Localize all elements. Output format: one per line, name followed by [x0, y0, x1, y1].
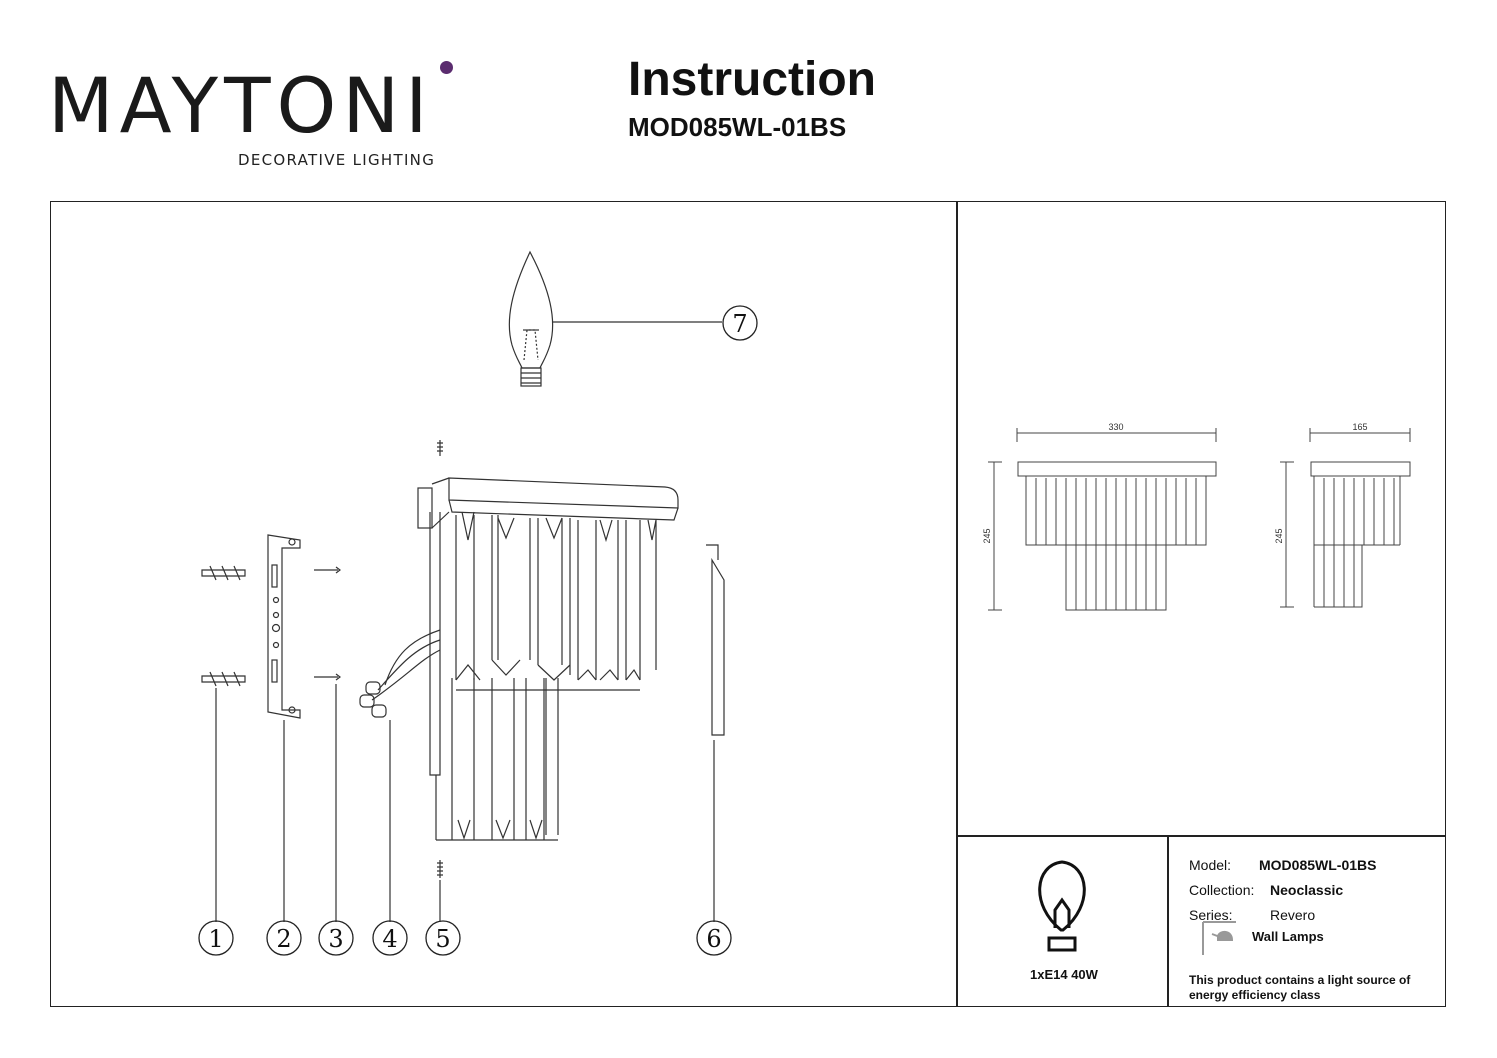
part-number-6: 6	[706, 925, 721, 953]
candle-bulb-part	[508, 250, 722, 387]
part-callout-6	[696, 920, 732, 956]
part-callout-3	[318, 920, 354, 956]
brand-logo: MAYTONI	[48, 61, 434, 150]
part-callout-2	[266, 920, 302, 956]
lamp-spec: 1xE14 40W	[1030, 967, 1098, 982]
side-height-label: 245	[1274, 528, 1284, 543]
energy-line-2: energy efficiency class	[1189, 988, 1321, 1002]
series-value: Revero	[1270, 907, 1316, 923]
instruction-frame	[50, 201, 1446, 1007]
part-number-5: 5	[435, 925, 450, 953]
part-callout-7	[722, 305, 758, 341]
front-width-label: 330	[1108, 422, 1123, 432]
part-number-4: 4	[382, 925, 397, 953]
divider-horizontal	[956, 835, 1446, 837]
part-number-7: 7	[732, 310, 747, 338]
part-callout-1	[198, 920, 234, 956]
collection-label: Collection:	[1189, 882, 1255, 898]
collection-value: Neoclassic	[1270, 882, 1344, 898]
brand-tagline: DECORATIVE LIGHTING	[238, 151, 436, 169]
divider-vertical	[956, 201, 958, 1007]
model-label: Model:	[1189, 857, 1232, 873]
side-width-label: 165	[1352, 422, 1367, 432]
model-value: MOD085WL-01BS	[1259, 857, 1377, 873]
energy-line-1: This product contains a light source of	[1189, 973, 1411, 987]
divider-spec	[1167, 835, 1169, 1007]
part-number-2: 2	[276, 925, 291, 953]
series-label: Series:	[1189, 907, 1233, 923]
logo-dot	[440, 61, 453, 74]
part-callout-5	[425, 920, 461, 956]
type-value: Wall Lamps	[1252, 929, 1324, 944]
part-number-1: 1	[208, 925, 223, 953]
part-callout-4	[372, 920, 408, 956]
front-height-label: 245	[982, 528, 992, 543]
document-title: Instruction	[628, 53, 876, 106]
part-number-3: 3	[328, 925, 343, 953]
document-model: MOD085WL-01BS	[628, 112, 847, 142]
